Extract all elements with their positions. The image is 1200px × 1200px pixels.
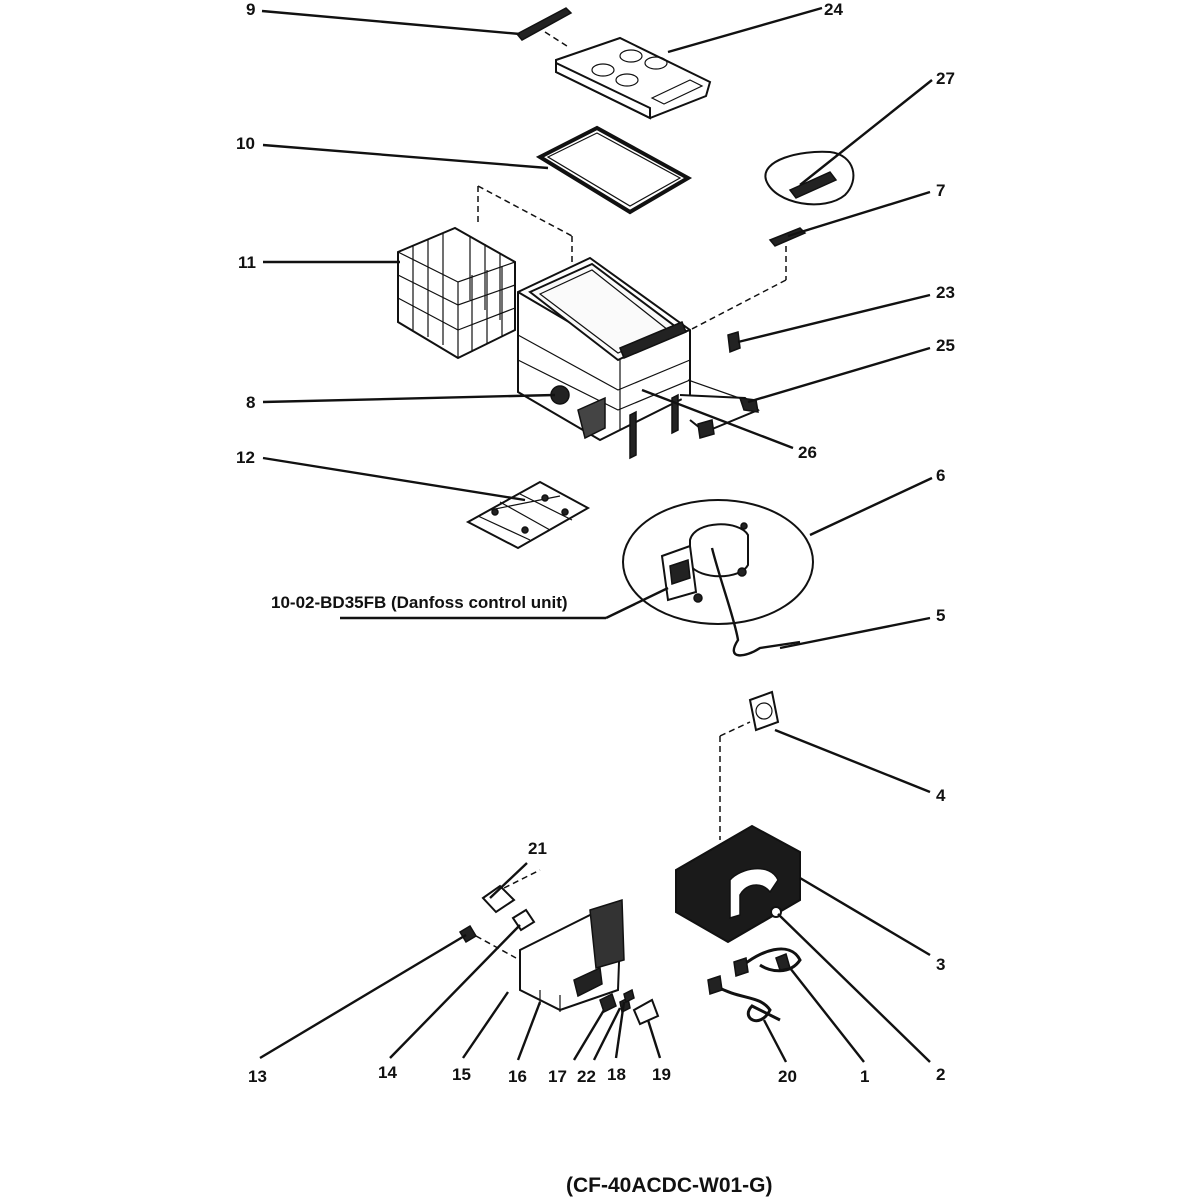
model-title: (CF-40ACDC-W01-G) (566, 1174, 773, 1197)
part-5-cable (710, 547, 801, 657)
callout-13: 13 (248, 1067, 267, 1086)
callout-16: 16 (508, 1067, 527, 1086)
part-4-fan (719, 690, 780, 840)
callout-26: 26 (798, 443, 817, 462)
callout-10: 10 (236, 134, 255, 153)
callout-19: 19 (652, 1065, 671, 1084)
callout-22: 22 (577, 1067, 596, 1086)
callout-7: 7 (936, 181, 945, 200)
callout-27: 27 (936, 69, 955, 88)
part-11-wire-basket (397, 226, 516, 360)
callout-6: 6 (936, 466, 945, 485)
callout-14: 14 (378, 1063, 397, 1082)
part-23-clip (727, 331, 741, 354)
callout-24: 24 (824, 0, 843, 19)
callout-20: 20 (778, 1067, 797, 1086)
callout-15: 15 (452, 1065, 471, 1084)
part-3-condenser (675, 824, 801, 944)
callout-25: 25 (936, 336, 955, 355)
callout-3: 3 (936, 955, 945, 974)
part-7-latch (689, 227, 807, 331)
fridge-cabinet (477, 185, 691, 460)
callout-labels: 9 24 10 27 7 11 23 25 8 26 12 6 5 4 3 2 … (236, 0, 955, 1197)
callout-18: 18 (607, 1065, 626, 1084)
control-unit-label: 10-02-BD35FB (Danfoss control unit) (271, 593, 568, 612)
callout-8: 8 (246, 393, 255, 412)
part-9-hinge-bar (515, 7, 573, 49)
callout-11: 11 (238, 253, 256, 272)
part-20-ac-cable (707, 975, 781, 1023)
callout-2: 2 (936, 1065, 945, 1084)
control-panel-group (458, 869, 660, 1026)
callout-23: 23 (936, 283, 955, 302)
callout-9: 9 (246, 0, 255, 19)
callout-12: 12 (236, 448, 255, 467)
leader-lines (259, 6, 933, 1063)
callout-5: 5 (936, 606, 945, 625)
part-1-dc-cable (733, 947, 802, 977)
callout-17: 17 (548, 1067, 567, 1086)
callout-1: 1 (860, 1067, 869, 1086)
callout-21: 21 (528, 839, 547, 858)
callout-4: 4 (936, 786, 946, 805)
part-6-compressor (622, 499, 814, 625)
part-12-base-plate (465, 480, 591, 550)
part-24-lid-cover (555, 36, 712, 120)
part-10-lid-gasket (535, 125, 693, 215)
